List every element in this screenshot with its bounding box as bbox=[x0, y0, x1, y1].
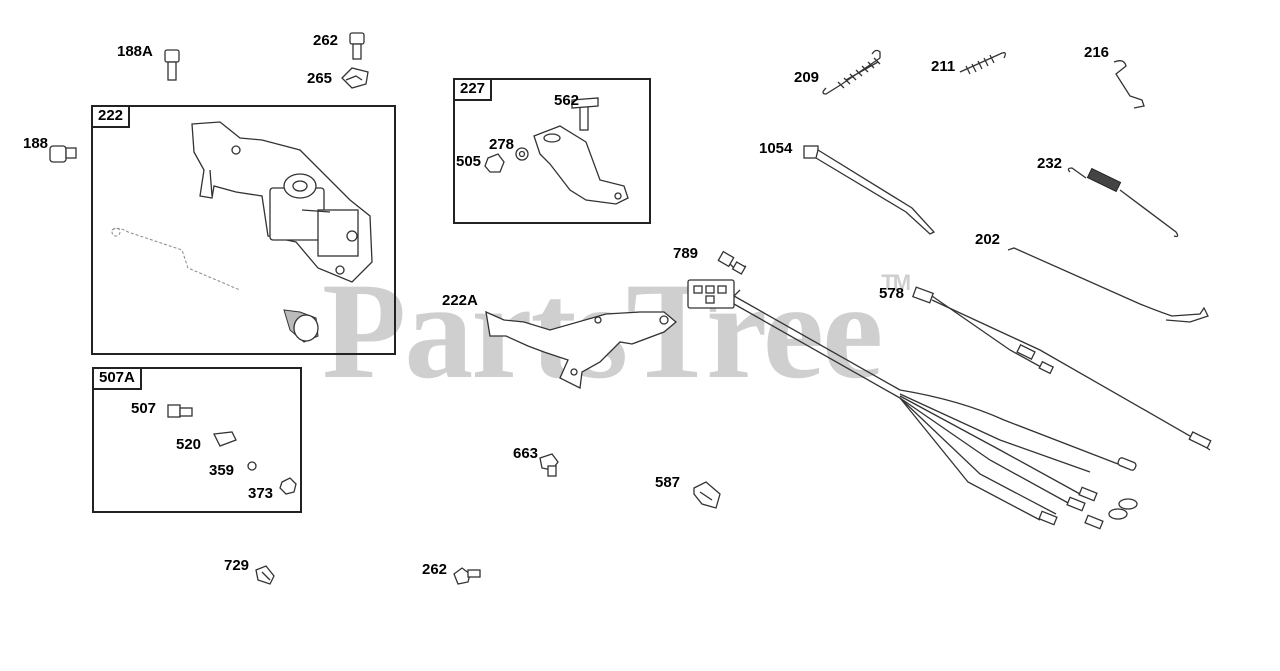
clamp-587-icon bbox=[693, 481, 721, 509]
callout-262-top[interactable]: 262 bbox=[313, 32, 339, 49]
callout-1054[interactable]: 1054 bbox=[759, 140, 793, 157]
callout-209[interactable]: 209 bbox=[794, 69, 820, 86]
callout-202[interactable]: 202 bbox=[975, 231, 1001, 248]
switch-507-icon bbox=[167, 404, 193, 418]
watermark-tm: TM bbox=[881, 270, 911, 295]
callout-587[interactable]: 587 bbox=[655, 474, 681, 491]
callout-188A[interactable]: 188A bbox=[117, 43, 153, 60]
group-box-507A: 507A bbox=[92, 367, 302, 513]
control-bracket-assembly-icon bbox=[191, 121, 373, 283]
callout-265[interactable]: 265 bbox=[307, 70, 333, 87]
link-rod-dashed-icon bbox=[111, 227, 241, 291]
spring-211-icon bbox=[959, 52, 1006, 75]
clip-729-icon bbox=[255, 565, 275, 585]
bracket-227-icon bbox=[484, 97, 629, 205]
group-tag-222[interactable]: 222 bbox=[91, 105, 131, 128]
bracket-222A-icon bbox=[485, 310, 678, 389]
group-tag-227[interactable]: 227 bbox=[453, 78, 493, 101]
screw-663-icon bbox=[539, 453, 559, 477]
callout-188[interactable]: 188 bbox=[23, 135, 49, 152]
clip-265-icon bbox=[341, 67, 369, 89]
callout-507[interactable]: 507 bbox=[131, 400, 157, 417]
callout-562[interactable]: 562 bbox=[554, 92, 580, 109]
group-tag-507A[interactable]: 507A bbox=[92, 367, 142, 390]
bolt-188-icon bbox=[49, 145, 77, 163]
group-box-227: 227 bbox=[453, 78, 651, 224]
rod-216-icon bbox=[1113, 60, 1145, 109]
nut-373-icon bbox=[279, 477, 297, 495]
callout-216[interactable]: 216 bbox=[1084, 44, 1110, 61]
knob-icon bbox=[283, 309, 319, 343]
spring-209-icon bbox=[822, 49, 881, 95]
callout-222A[interactable]: 222A bbox=[442, 292, 478, 309]
callout-359[interactable]: 359 bbox=[209, 462, 235, 479]
terminal-520-icon bbox=[213, 431, 237, 447]
wire-harness-icon bbox=[687, 250, 1138, 530]
bolt-188A-icon bbox=[164, 49, 180, 81]
callout-578[interactable]: 578 bbox=[879, 285, 905, 302]
washer-359-icon bbox=[247, 461, 257, 471]
callout-262-bottom[interactable]: 262 bbox=[422, 561, 448, 578]
wire-harness-578-icon bbox=[911, 286, 1212, 451]
callout-789[interactable]: 789 bbox=[673, 245, 699, 262]
callout-663[interactable]: 663 bbox=[513, 445, 539, 462]
rod-202-icon bbox=[1007, 247, 1209, 323]
callout-729[interactable]: 729 bbox=[224, 557, 250, 574]
callout-520[interactable]: 520 bbox=[176, 436, 202, 453]
callout-373[interactable]: 373 bbox=[248, 485, 274, 502]
spring-232-icon bbox=[1067, 167, 1179, 238]
callout-211[interactable]: 211 bbox=[931, 58, 956, 75]
callout-278[interactable]: 278 bbox=[489, 136, 515, 153]
callout-232[interactable]: 232 bbox=[1037, 155, 1063, 172]
group-box-222: 222 bbox=[91, 105, 396, 355]
bolt-262-bottom-icon bbox=[453, 567, 481, 585]
cable-tie-1054-icon bbox=[803, 145, 936, 235]
callout-505[interactable]: 505 bbox=[456, 153, 482, 170]
bolt-262-top-icon bbox=[349, 32, 365, 60]
